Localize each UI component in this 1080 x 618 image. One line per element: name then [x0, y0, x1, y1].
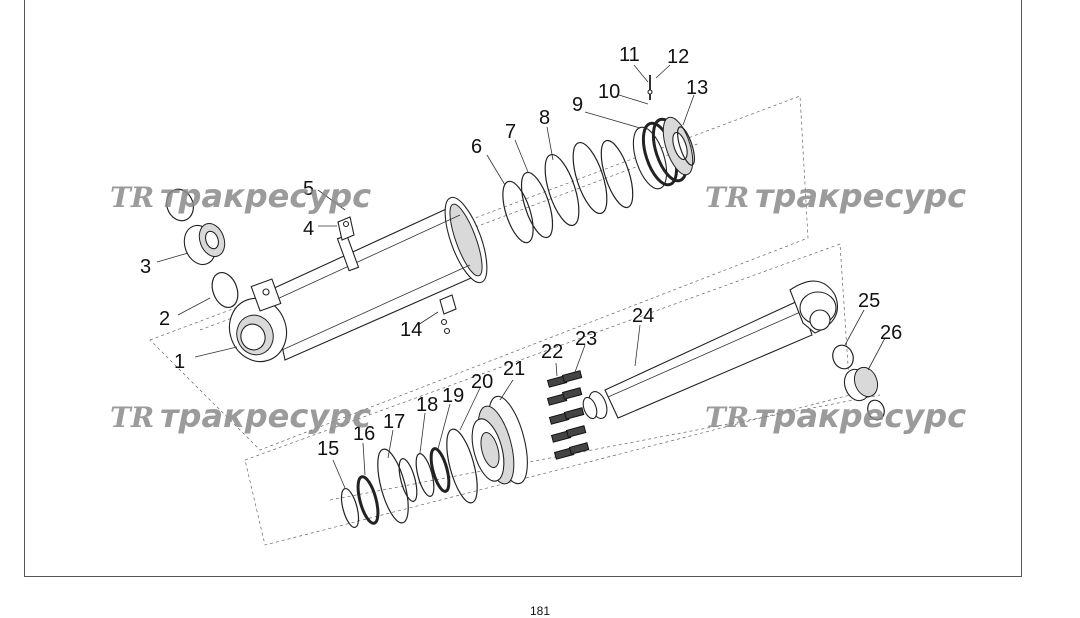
watermark-text: тракресурс [160, 397, 371, 435]
drawing-frame [24, 0, 1022, 577]
callout-8: 8 [539, 107, 550, 129]
callout-24: 24 [632, 305, 654, 327]
callout-4: 4 [303, 218, 314, 240]
callout-12: 12 [667, 46, 689, 68]
seal-ring-18b [398, 458, 418, 502]
callout-15: 15 [317, 438, 339, 460]
callout-2: 2 [159, 308, 170, 330]
watermark-text: тракресурс [755, 397, 966, 435]
seal-ring-6 [502, 180, 534, 244]
grease-bracket-4 [337, 216, 355, 241]
callout-7: 7 [505, 121, 516, 143]
watermark-bottom-right: TR тракресурс [705, 397, 966, 435]
callout-13: 13 [686, 77, 708, 99]
callout-9: 9 [572, 94, 583, 116]
piston-9 [632, 116, 694, 190]
bolts-22-23 [546, 370, 590, 460]
seal-ring-8 [544, 153, 580, 227]
callout-1: 1 [174, 351, 185, 373]
lower-assembly-outline [244, 243, 851, 546]
callout-17: 17 [383, 411, 405, 433]
piston-rod-24 [582, 280, 839, 420]
seal-ring-20 [446, 428, 478, 504]
seal-ring-15 [340, 487, 360, 529]
watermark-logo: TR [110, 401, 154, 434]
callout-25: 25 [858, 290, 880, 312]
seal-ring-8c [600, 139, 634, 209]
callout-19: 19 [442, 385, 464, 407]
callout-22: 22 [541, 341, 563, 363]
bushing-26 [843, 366, 885, 421]
watermark-text: тракресурс [160, 177, 371, 215]
page-number: 181 [529, 604, 551, 618]
grease-bracket-14 [439, 294, 457, 335]
callout-6: 6 [471, 136, 482, 158]
o-ring-13 [676, 126, 696, 166]
set-screw-11 [647, 75, 653, 100]
watermark-logo: TR [705, 181, 749, 214]
callout-16: 16 [353, 423, 375, 445]
callout-18: 18 [416, 394, 438, 416]
seal-ring-19 [429, 447, 451, 493]
upper-assembly-outline [149, 95, 809, 451]
seal-ring-17 [377, 448, 409, 524]
snap-ring-upper [166, 188, 194, 222]
callout-14: 14 [400, 319, 422, 341]
callout-3: 3 [140, 256, 151, 278]
watermark-bottom-left: TR тракресурс [110, 397, 371, 435]
watermark-logo: TR [110, 181, 154, 214]
seal-ring-7 [520, 171, 554, 239]
rod-gland-21 [471, 395, 528, 485]
cylinder-barrel [228, 196, 488, 363]
seal-ring-18 [415, 453, 435, 497]
seal-ring-8b [572, 141, 608, 215]
callout-5: 5 [303, 178, 314, 200]
watermark-logo: TR [705, 401, 749, 434]
bushing-3 [183, 223, 226, 266]
callout-23: 23 [575, 328, 597, 350]
watermark-text: тракресурс [755, 177, 966, 215]
callout-10: 10 [598, 81, 620, 103]
watermark-top-right: TR тракресурс [705, 177, 966, 215]
leader-lines [156, 64, 886, 489]
callout-21: 21 [503, 358, 525, 380]
seal-ring-25 [832, 344, 854, 370]
callout-11: 11 [619, 44, 640, 66]
snap-ring-2 [211, 271, 239, 309]
watermark-top-left: TR тракресурс [110, 177, 371, 215]
seal-ring-16 [356, 475, 380, 525]
callout-26: 26 [880, 322, 902, 344]
callout-numbers: 1 2 3 4 5 6 7 8 9 10 11 12 13 14 15 16 1… [140, 44, 902, 460]
callout-20: 20 [471, 371, 493, 393]
